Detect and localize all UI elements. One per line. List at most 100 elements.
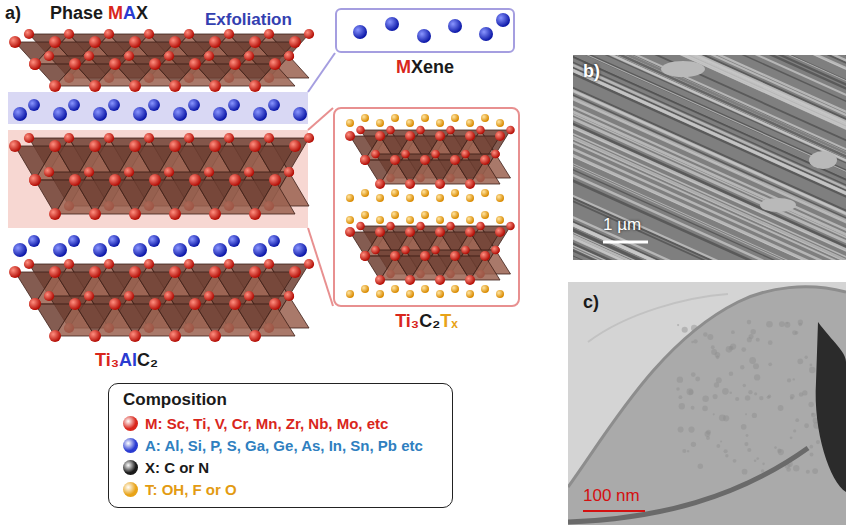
legend-row: X: C or N xyxy=(123,459,436,476)
atom xyxy=(390,251,400,261)
max-phase-structure xyxy=(8,29,335,342)
atom xyxy=(29,58,41,70)
atom xyxy=(391,189,399,197)
atom xyxy=(495,227,505,237)
composition-legend-box: CompositionM: Sc, Ti, V, Cr, Mn, Zr, Nb,… xyxy=(108,383,453,508)
legend-text: X: C or N xyxy=(145,459,209,476)
phase-title: Phase MAX xyxy=(50,3,148,24)
atom xyxy=(479,27,493,41)
atom xyxy=(28,235,40,247)
atom xyxy=(188,99,200,111)
atom xyxy=(416,222,425,231)
atom xyxy=(44,51,54,61)
atom xyxy=(431,150,440,159)
atom xyxy=(89,36,101,48)
atom xyxy=(69,298,81,310)
atom xyxy=(391,211,399,219)
atom xyxy=(129,208,141,220)
atom xyxy=(431,150,440,159)
atom xyxy=(188,235,200,247)
text-run: C₂ xyxy=(137,350,158,370)
atom xyxy=(293,243,307,257)
atom xyxy=(289,140,301,152)
atom xyxy=(391,285,399,293)
atom xyxy=(129,330,141,342)
atom xyxy=(284,51,294,61)
atom xyxy=(164,167,174,177)
atom xyxy=(229,174,241,186)
atom xyxy=(360,155,370,165)
atom xyxy=(448,19,462,33)
atom xyxy=(385,17,399,31)
atom xyxy=(451,211,459,219)
atom xyxy=(189,58,201,70)
atom xyxy=(401,246,410,255)
atom xyxy=(420,251,430,261)
atom xyxy=(69,58,81,70)
atom xyxy=(405,275,415,285)
text-run: Al xyxy=(119,350,137,370)
atom xyxy=(229,58,241,70)
atom xyxy=(253,107,267,121)
atom xyxy=(435,275,445,285)
atom xyxy=(209,80,221,92)
atom xyxy=(204,291,214,301)
text-run: X xyxy=(136,3,148,23)
atom xyxy=(244,291,254,301)
atom xyxy=(269,58,281,70)
atom xyxy=(289,36,301,48)
atom xyxy=(451,285,459,293)
atom xyxy=(53,243,67,257)
atom xyxy=(89,140,101,152)
exfoliation-guide-line xyxy=(308,228,333,306)
atom xyxy=(371,246,380,255)
atom xyxy=(375,275,385,285)
atom xyxy=(29,58,41,70)
atom xyxy=(466,119,474,127)
text-run: Xene xyxy=(411,57,454,77)
mx-layer-band xyxy=(8,130,308,228)
atom xyxy=(465,275,475,285)
atom xyxy=(44,167,54,177)
atom xyxy=(84,167,94,177)
atom xyxy=(268,99,280,111)
atom xyxy=(450,155,460,165)
atom xyxy=(249,36,261,48)
atom xyxy=(109,174,121,186)
atom xyxy=(390,155,400,165)
atom xyxy=(148,235,160,247)
atom xyxy=(375,179,385,189)
atom xyxy=(417,29,431,43)
atom xyxy=(480,155,490,165)
atom xyxy=(461,150,470,159)
exfoliation-guide-line xyxy=(308,108,333,130)
atom xyxy=(466,216,474,224)
atom xyxy=(481,114,489,122)
scale-bar xyxy=(583,510,645,512)
atom xyxy=(356,126,365,135)
atom xyxy=(84,291,94,301)
atom xyxy=(204,51,214,61)
a-layer-band xyxy=(8,92,308,124)
atom xyxy=(124,291,134,301)
atom xyxy=(29,298,41,310)
atom xyxy=(435,179,445,189)
text-run: C₂ xyxy=(419,311,440,331)
atom xyxy=(375,131,385,141)
atom xyxy=(244,167,254,177)
atom xyxy=(124,51,134,61)
atom xyxy=(491,150,500,159)
atom xyxy=(376,216,384,224)
atom xyxy=(269,174,281,186)
atom xyxy=(49,266,61,278)
atom xyxy=(109,58,121,70)
legend-swatch xyxy=(123,482,138,497)
atom xyxy=(44,51,54,61)
sem-image-panel: b)1 µm xyxy=(573,55,846,260)
atom xyxy=(264,133,274,143)
atom xyxy=(204,51,214,61)
atom xyxy=(93,107,107,121)
legend-text: A: Al, Si, P, S, Ga, Ge, As, In, Sn, Pb … xyxy=(145,437,423,454)
atom xyxy=(435,131,445,141)
atom xyxy=(465,227,475,237)
